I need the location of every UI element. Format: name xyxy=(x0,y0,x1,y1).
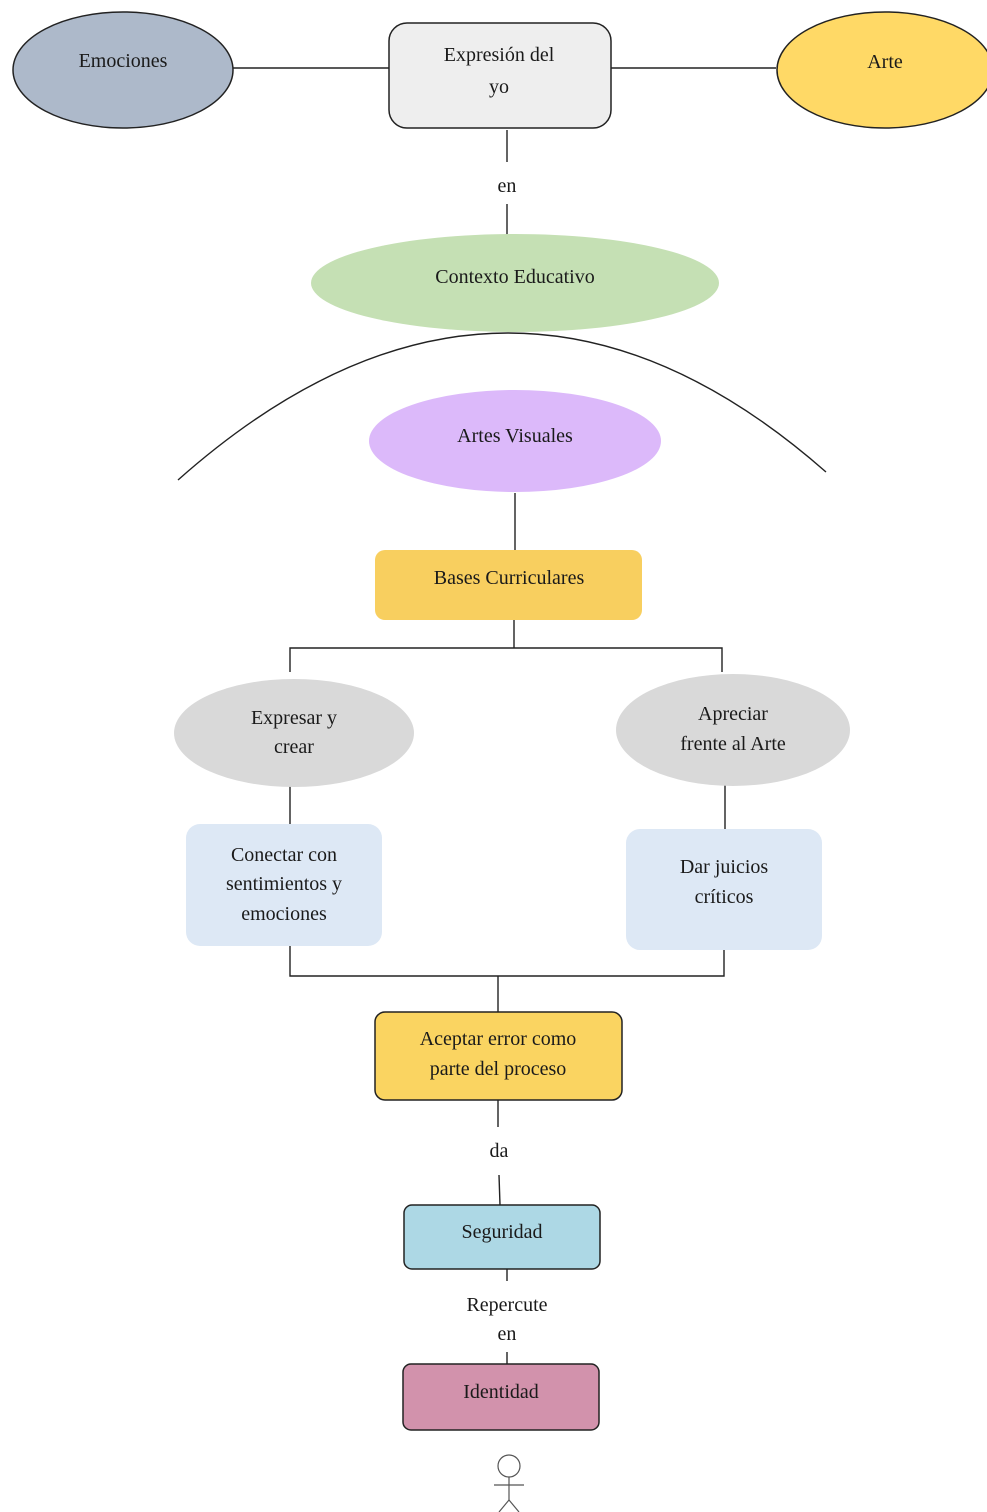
node-emociones-label: Emociones xyxy=(79,50,168,72)
node-apreciar-shape xyxy=(616,674,850,786)
node-apreciar-frente-al-arte: Apreciar frente al Arte xyxy=(616,674,850,786)
edge-label-en: en xyxy=(498,175,517,197)
edge-bases-branches xyxy=(289,647,723,672)
arc-bracket xyxy=(177,332,827,481)
person-icon xyxy=(494,1454,524,1512)
node-arte: Arte xyxy=(776,11,987,129)
node-artes-visuales: Artes Visuales xyxy=(369,390,661,492)
node-conectar: Conectar con sentimientos y emociones xyxy=(186,824,382,946)
node-apreciar-label-1: Apreciar xyxy=(698,703,768,725)
node-identidad: Identidad xyxy=(402,1363,600,1431)
node-emociones-shape xyxy=(12,11,234,129)
node-expresion-label-1: Expresión del xyxy=(444,44,555,66)
node-expresion-del-yo: Expresión del yo xyxy=(388,22,612,129)
node-expresar-y-crear: Expresar y crear xyxy=(174,679,414,787)
node-expresion-shape xyxy=(388,22,612,129)
node-dar-juicios-shape xyxy=(626,829,822,950)
node-aceptar-label-1: Aceptar error como xyxy=(420,1028,577,1050)
node-arte-label: Arte xyxy=(867,51,903,73)
node-artes-visuales-shape xyxy=(369,390,661,492)
node-apreciar-label-2: frente al Arte xyxy=(680,733,786,755)
node-aceptar-label-2: parte del proceso xyxy=(430,1058,567,1080)
node-contexto-shape xyxy=(311,234,719,332)
node-seguridad-label: Seguridad xyxy=(461,1221,542,1243)
connectors xyxy=(177,67,827,1364)
node-seguridad-shape xyxy=(403,1204,601,1270)
node-arte-shape xyxy=(776,11,987,129)
node-conectar-label-3: emociones xyxy=(241,903,327,925)
node-conectar-label-1: Conectar con xyxy=(231,844,337,866)
edge-label-repercute-2: en xyxy=(498,1323,517,1345)
node-bases-shape xyxy=(375,550,642,620)
node-identidad-shape xyxy=(402,1363,600,1431)
node-expresar-label-1: Expresar y xyxy=(251,707,337,729)
node-contexto-label: Contexto Educativo xyxy=(435,266,594,288)
node-dar-juicios-label-2: críticos xyxy=(695,886,754,908)
edge-merge xyxy=(289,946,725,977)
node-bases-label: Bases Curriculares xyxy=(434,567,585,589)
node-expresar-shape xyxy=(174,679,414,787)
node-dar-juicios-criticos: Dar juicios críticos xyxy=(626,829,822,950)
node-dar-juicios-label-1: Dar juicios xyxy=(680,856,769,878)
node-seguridad: Seguridad xyxy=(403,1204,601,1270)
edge-da-seguridad xyxy=(498,1174,501,1206)
node-expresion-label-2: yo xyxy=(489,76,509,98)
node-emociones: Emociones xyxy=(12,11,234,129)
edge-label-repercute-1: Repercute xyxy=(466,1294,547,1316)
node-artes-visuales-label: Artes Visuales xyxy=(457,425,573,447)
node-conectar-shape xyxy=(186,824,382,946)
node-aceptar-shape xyxy=(374,1011,623,1101)
node-aceptar-error: Aceptar error como parte del proceso xyxy=(374,1011,623,1101)
node-conectar-label-2: sentimientos y xyxy=(226,873,342,895)
node-identidad-label: Identidad xyxy=(463,1381,539,1403)
edge-label-da: da xyxy=(490,1140,509,1162)
node-bases-curriculares: Bases Curriculares xyxy=(375,550,642,620)
node-expresar-label-2: crear xyxy=(274,736,314,758)
node-contexto-educativo: Contexto Educativo xyxy=(311,234,719,332)
